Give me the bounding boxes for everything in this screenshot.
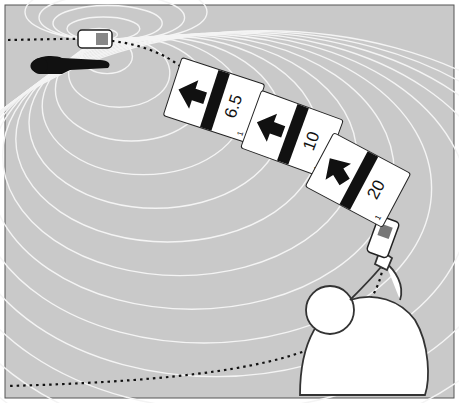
victim-count: 1 <box>374 214 383 222</box>
buried-head <box>32 58 48 74</box>
field-line <box>0 33 459 403</box>
buried-beacon <box>78 30 112 48</box>
search-path <box>8 39 384 386</box>
field-line <box>29 37 282 209</box>
searcher <box>300 250 428 395</box>
beacon-display <box>96 33 108 45</box>
field-line <box>3 35 357 275</box>
field-line <box>0 31 459 403</box>
field-line <box>0 31 459 403</box>
field-line <box>0 32 459 403</box>
buried-person <box>30 56 109 74</box>
field-line <box>25 0 207 41</box>
background <box>5 5 454 398</box>
